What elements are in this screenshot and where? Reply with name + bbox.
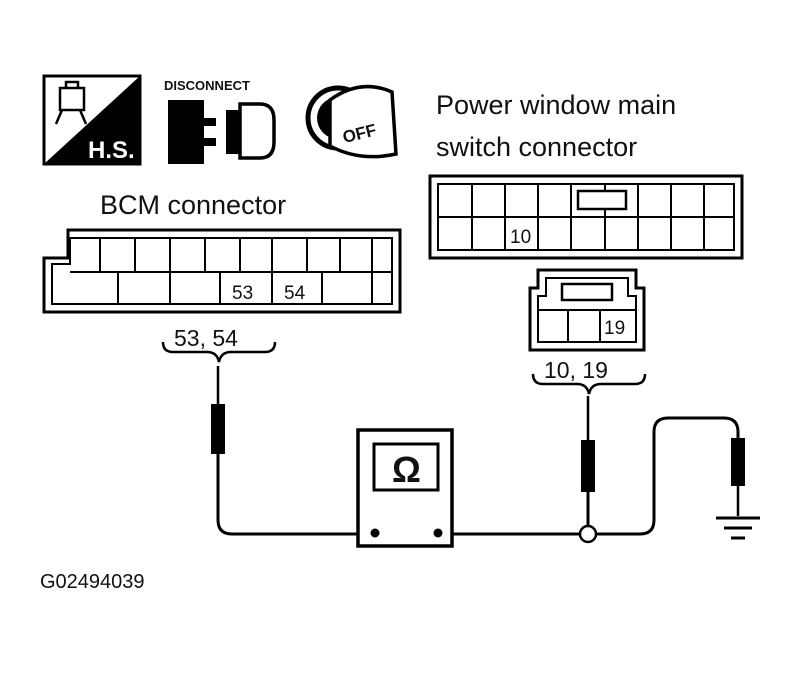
left-test-lead [211, 366, 374, 536]
figure-id: G02494039 [40, 571, 145, 593]
pw-main-switch-connector: 10 [428, 174, 744, 260]
ignition-off-icon: OFF [305, 84, 398, 159]
junction-point [578, 524, 598, 544]
meter-terminal-right [433, 528, 443, 538]
bcm-connector-title: BCM connector [100, 190, 286, 220]
harness-connector-icon: H.S. [42, 74, 142, 166]
right-test-lead [438, 396, 740, 544]
bcm-probe-bracket [161, 341, 277, 363]
pw-pin-10: 10 [510, 227, 531, 248]
bcm-pin-54: 54 [284, 283, 306, 304]
ohm-symbol: Ω [392, 449, 421, 490]
ground-lead [731, 438, 745, 516]
disconnect-label: DISCONNECT [164, 78, 250, 93]
pw-probe-label: 10, 19 [544, 357, 608, 383]
ohmmeter: Ω [356, 428, 454, 548]
pw-pin-19: 19 [604, 318, 625, 339]
disconnect-icon: DISCONNECT [164, 78, 276, 164]
bcm-probe-label: 53, 54 [174, 325, 238, 351]
harness-label: H.S. [88, 137, 135, 164]
pw-connector-title-2: switch connector [436, 132, 637, 162]
pw-probe-bracket [531, 373, 647, 395]
pw-connector-title-1: Power window main [436, 90, 676, 120]
pw-sub-connector: 19 [528, 268, 646, 352]
bcm-connector: 53 54 [42, 228, 402, 314]
ground-icon [716, 516, 760, 540]
bcm-pin-53: 53 [232, 283, 253, 304]
meter-terminal-left [370, 528, 380, 538]
